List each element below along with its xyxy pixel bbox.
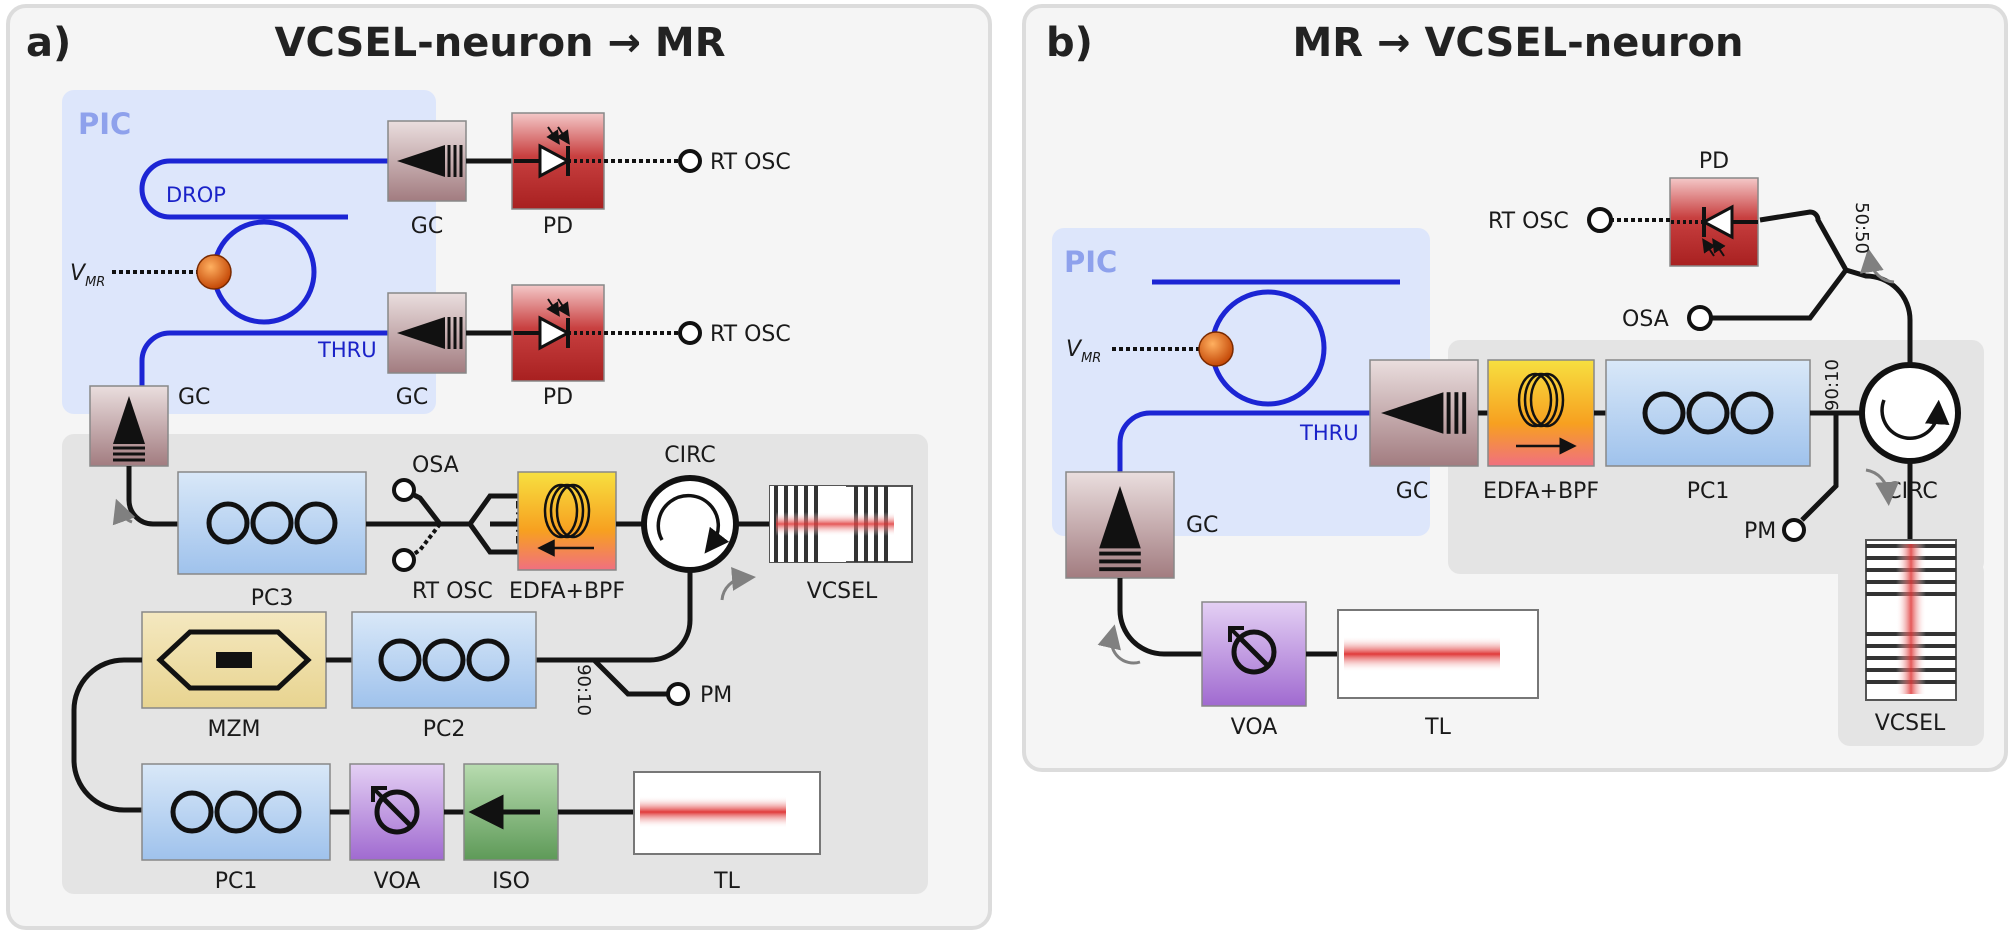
tunable-laser-icon [633,771,821,855]
vmr-label: VMR [1066,337,1101,366]
osa-port-icon [392,478,416,502]
pd-label: PD [1699,149,1729,174]
heater-icon [196,254,232,290]
gc-mid-label: GC [396,385,428,410]
vcsel-icon [769,485,913,563]
rt-osc-port-icon [678,149,702,173]
pm-label: PM [1744,519,1776,544]
ratio-5050-label: 50:50 [1851,202,1872,254]
pm-port-icon [1782,518,1806,542]
ratio-9010-label: 90:10 [1822,359,1843,411]
rtosc1-label: RT OSC [710,150,791,175]
pc1-label: PC1 [215,869,258,894]
pc3-icon [177,471,367,575]
vcsel-label: VCSEL [807,579,878,604]
rtosc3-label: RT OSC [412,579,493,604]
osa-label: OSA [412,453,459,478]
rtosc-label: RT OSC [1488,209,1569,234]
panel-a: a) VCSEL-neuron → MR PIC DROP THRU VMR G… [6,4,992,930]
tl-label: TL [713,869,740,894]
pc1-icon [141,763,331,861]
gc-big-label: GC [1396,479,1428,504]
gc-low-label: GC [1186,513,1218,538]
circ-label: CIRC [664,443,715,468]
vmr-label: VMR [70,261,105,290]
pc3-label: PC3 [251,586,294,611]
vcsel-icon [1865,539,1957,701]
vcsel-label: VCSEL [1875,711,1946,736]
panel-a-title: VCSEL-neuron → MR [274,20,725,66]
circulator-icon [1859,362,1961,464]
drop-label: DROP [166,183,226,207]
pic-region [1052,228,1430,536]
pd1-label: PD [543,214,573,239]
pc1-label: PC1 [1687,479,1730,504]
ratio-9010-label: 90:10 [573,664,594,716]
thru-label: THRU [1299,421,1359,445]
tunable-laser-icon [1337,609,1539,699]
pic-label: PIC [78,107,131,141]
osa-port-icon [1687,305,1713,331]
pd2-label: PD [543,385,573,410]
rtosc2-label: RT OSC [710,322,791,347]
heater-icon [1198,331,1234,367]
panel-b-letter: b) [1046,20,1093,66]
mzm-label: MZM [207,717,260,742]
panel-b: b) MR → VCSEL-neuron PIC THRU VMR GC EDF… [1022,4,2008,772]
pm-port-icon [666,682,690,706]
thru-label: THRU [317,338,377,362]
edfa-label: EDFA+BPF [1483,479,1599,504]
rt-osc-port-icon [678,321,702,345]
pc1-icon [1605,359,1811,467]
tl-label: TL [1424,715,1451,740]
voa-label: VOA [1231,715,1278,740]
gc-top-label: GC [411,214,443,239]
gc-left-label: GC [178,385,210,410]
pic-label: PIC [1064,245,1117,279]
pc2-label: PC2 [423,717,466,742]
panel-a-letter: a) [26,20,71,66]
osa-label: OSA [1622,307,1669,332]
edfa-label: EDFA+BPF [509,579,625,604]
voa-label: VOA [374,869,421,894]
iso-label: ISO [492,869,530,894]
panel-b-title: MR → VCSEL-neuron [1292,20,1743,66]
pm-label: PM [700,683,732,708]
rt-osc-port-icon [392,548,416,572]
rt-osc-port-icon [1587,207,1613,233]
